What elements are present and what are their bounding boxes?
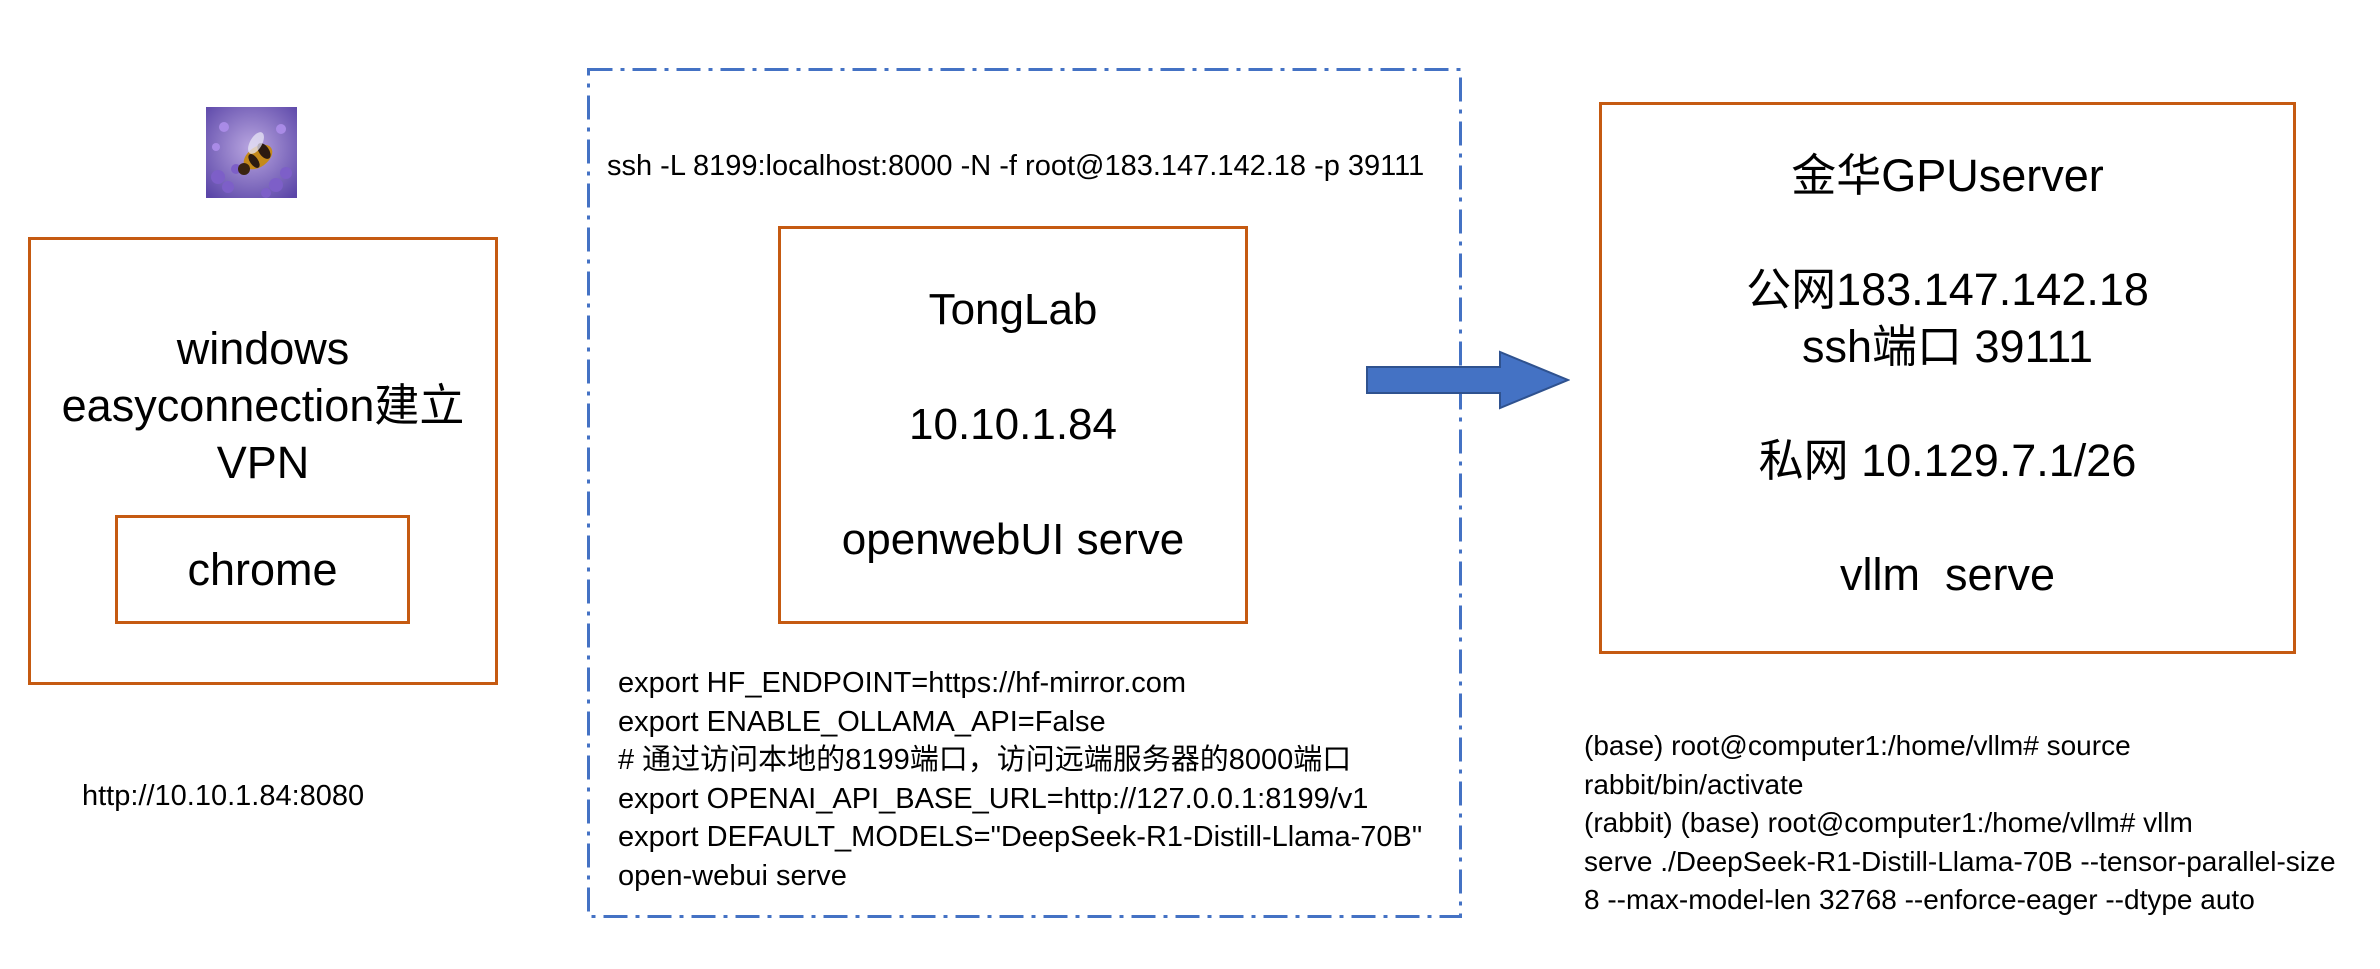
env-line: export DEFAULT_MODELS="DeepSeek-R1-Disti… (618, 821, 1423, 853)
gpu-server-box: 金华GPUserver 公网183.147.142.18 ssh端口 39111… (1599, 102, 2296, 654)
vllm-command-line: rabbit/bin/activate (1584, 768, 1804, 800)
chrome-box: chrome (115, 515, 410, 624)
env-line: export OPENAI_API_BASE_URL=http://127.0.… (618, 782, 1369, 815)
server-private-net: 私网 10.129.7.1/26 (1758, 435, 2137, 486)
windows-title-line: easyconnection建立 (61, 380, 465, 431)
env-config-block: export HF_ENDPOINT=https://hf-mirror.com… (618, 664, 1422, 895)
windows-vpn-title: windows easyconnection建立 VPN (31, 320, 495, 491)
right-arrow-icon (1366, 350, 1570, 410)
gpu-server-info: 金华GPUserver 公网183.147.142.18 ssh端口 39111… (1602, 147, 2293, 603)
bee-avatar-icon (206, 107, 297, 198)
webui-url: http://10.10.1.84:8080 (82, 780, 365, 812)
env-line: export ENABLE_OLLAMA_API=False (618, 705, 1106, 738)
windows-title-line: windows (176, 323, 350, 374)
tonglab-ip: 10.10.1.84 (909, 400, 1117, 449)
env-line: open-webui serve (618, 859, 847, 892)
ssh-tunnel-frame (587, 68, 1462, 918)
tonglab-box: TongLab 10.10.1.84 openwebUI serve (778, 226, 1248, 624)
ssh-tunnel-command: ssh -L 8199:localhost:8000 -N -f root@18… (607, 150, 1425, 182)
vllm-command-line: serve ./DeepSeek-R1-Distill-Llama-70B --… (1584, 845, 2336, 877)
vllm-command-line: (rabbit) (base) root@computer1:/home/vll… (1584, 807, 2193, 838)
server-ssh-port: ssh端口 39111 (1802, 321, 2093, 372)
server-public-ip: 公网183.147.142.18 (1746, 264, 2149, 315)
vllm-command-line: 8 --max-model-len 32768 --enforce-eager … (1584, 884, 2255, 915)
env-comment-line: # 通过访问本地的8199端口，访问远端服务器的8000端口 (618, 744, 1352, 776)
vllm-command-line: (base) root@computer1:/home/vllm# source (1584, 730, 2131, 761)
tonglab-service: openwebUI serve (841, 515, 1185, 564)
server-name: 金华GPUserver (1791, 150, 2104, 201)
windows-title-line: VPN (216, 437, 310, 488)
tonglab-info: TongLab 10.10.1.84 openwebUI serve (781, 229, 1245, 621)
tonglab-name: TongLab (928, 285, 1098, 334)
server-service: vllm serve (1839, 549, 2056, 600)
chrome-label: chrome (187, 543, 338, 595)
windows-client-box: windows easyconnection建立 VPN (28, 237, 498, 685)
env-line: export HF_ENDPOINT=https://hf-mirror.com (618, 667, 1187, 699)
vllm-command-block: (base) root@computer1:/home/vllm# source… (1584, 727, 2336, 920)
